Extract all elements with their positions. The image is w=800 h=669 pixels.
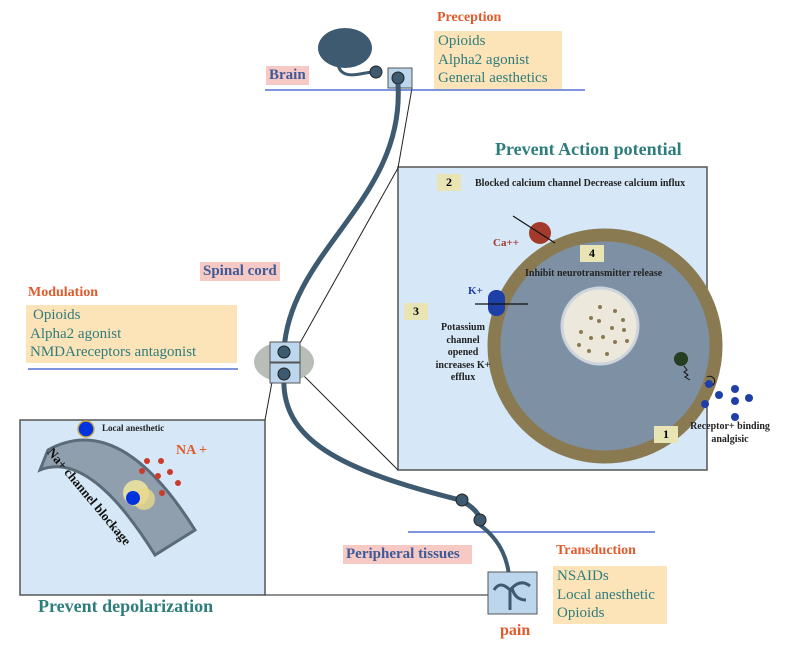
pain-label: pain [500,622,531,639]
perception-item: Alpha2 agonist [438,51,530,68]
peripheral-tissues-label: Peripheral tissues [343,545,472,564]
potassium-channel-icon [475,290,528,316]
modulation-item: Opioids [33,307,81,323]
sodium-ions [139,458,181,496]
perception-title: Preception [437,10,502,25]
action-potential-title: Prevent Action potential [495,139,682,159]
spinal-neuron-icon [277,345,291,359]
nucleus [560,286,640,366]
sodium-label: NA + [176,443,207,458]
nerve-ending-icon [492,581,531,610]
transduction-item: NSAIDs [557,568,609,584]
transduction-title: Transduction [556,543,636,558]
modulation-box: Opioids Alpha2 agonist NMDAreceptors ant… [26,305,237,363]
modulation-item: NMDAreceptors antagonist [30,344,197,360]
transduction-item: Local anesthetic [557,586,655,603]
calcium-channel-icon [512,215,556,244]
transduction-box: NSAIDs Local anesthetic Opioids [553,566,667,624]
potassium-label: K+ [468,285,483,297]
depolarization-title: Prevent depolarization [38,596,214,616]
brain-label: Brain [266,66,309,85]
modulation-item: Alpha2 agonist [30,325,122,342]
local-anesthetic-label: Local anesthetic [102,423,165,433]
sodium-channel-icon [123,480,155,510]
peripheral-neuron-icon [455,493,469,507]
perception-item: Opioids [438,33,486,49]
na-channel-membrane [37,438,198,558]
analgesic-molecules [701,380,753,421]
local-anesthetic-icon [77,420,95,438]
vesicles [577,305,629,356]
step-2-text: Blocked calcium channel Decrease calcium… [475,178,686,189]
ascending-nerve [281,83,401,351]
spinal-neuron-icon [277,367,291,381]
step-1-text: Receptor+ binding analgisic [690,421,770,445]
step-3-badge: 3 [404,303,428,320]
perception-item: General aesthetics [438,70,548,86]
connector-lines [264,87,490,596]
modulation-title: Modulation [28,285,99,300]
step-4-text: Inhibit neurotransmitter release [525,268,663,279]
peripheral-neuron-icon [473,513,487,527]
calcium-label: Ca++ [493,237,519,249]
step-3-text: Potassium channel opened increases K+ ef… [435,322,491,383]
step-1-badge: 1 [654,426,678,443]
transduction-item: Opioids [557,605,605,621]
spinal-cord-label: Spinal cord [200,262,280,281]
perception-box: Opioids Alpha2 agonist General aesthetic… [434,31,562,89]
step-4-badge: 4 [580,245,604,262]
brain-icon [318,28,383,79]
divider-lines [28,89,655,533]
brain-neuron-icon [391,71,405,85]
step-2-badge: 2 [437,174,461,191]
